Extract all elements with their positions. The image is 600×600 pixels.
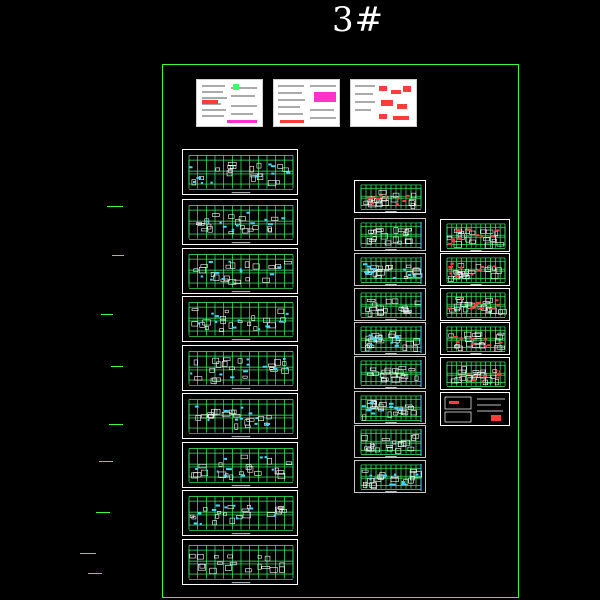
left-marker [88,573,102,574]
left-marker [111,366,123,367]
left-marker [112,255,124,256]
floor-plan-sheet-drawing [188,205,294,244]
structure-plan-sheet-drawing [360,395,422,423]
floor-plan-sheet-drawing [188,545,294,584]
structure-plan-sheet[interactable] [354,322,426,355]
floor-plan-sheet[interactable] [182,149,298,195]
structure-plan-sheet[interactable] [354,253,426,286]
floor-plan-sheet-drawing [188,302,294,341]
left-marker [107,206,123,207]
left-marker [96,512,110,513]
site-plan-sheet-drawing [360,184,422,212]
notes-sheet[interactable] [196,79,263,127]
rebar-plan-sheet[interactable] [440,219,510,252]
rebar-plan-sheet[interactable] [440,288,510,321]
detail-sheet[interactable] [440,392,510,426]
detail-sheet-drawing [444,396,505,423]
floor-plan-sheet[interactable] [182,490,298,536]
structure-plan-sheet-drawing [360,222,422,250]
structure-plan-sheet[interactable] [354,288,426,321]
floor-plan-sheet-drawing [188,254,294,293]
rebar-plan-sheet-drawing [446,292,507,320]
rebar-plan-sheet-drawing [446,223,506,251]
rebar-plan-sheet[interactable] [440,253,510,286]
left-marker [109,424,123,425]
floor-plan-sheet[interactable] [182,345,298,391]
floor-plan-sheet[interactable] [182,296,298,342]
structure-plan-sheet-drawing [360,257,423,285]
floor-plan-sheet-drawing [188,448,294,487]
rebar-plan-sheet[interactable] [440,322,510,355]
structure-plan-sheet[interactable] [354,391,426,424]
drawing-title: 3# [332,0,385,40]
rebar-plan-sheet[interactable] [440,357,510,390]
floor-plan-sheet[interactable] [182,199,298,245]
site-plan-sheet[interactable] [354,180,426,213]
left-marker [101,314,113,315]
rebar-plan-sheet-drawing [446,257,506,285]
floor-plan-sheet[interactable] [182,442,298,488]
left-marker [80,553,96,554]
notes-sheet-content [355,85,411,120]
notes-sheet-content [202,84,257,123]
structure-plan-sheet-drawing [360,464,423,492]
outer-frame [162,64,519,598]
notes-sheet-content [278,85,336,123]
structure-plan-sheet-drawing [360,360,422,388]
rebar-plan-sheet-drawing [446,361,506,389]
notes-sheet[interactable] [350,79,417,127]
floor-plan-sheet[interactable] [182,248,298,294]
notes-sheet[interactable] [273,79,340,127]
rebar-plan-sheet-drawing [446,326,506,354]
floor-plan-sheet-drawing [188,155,294,194]
structure-plan-sheet[interactable] [354,356,426,389]
structure-plan-sheet-drawing [360,429,422,457]
floor-plan-sheet[interactable] [182,393,298,439]
floor-plan-sheet-drawing [188,351,294,390]
left-marker [99,461,113,462]
structure-plan-sheet[interactable] [354,460,426,493]
structure-plan-sheet[interactable] [354,425,426,458]
floor-plan-sheet-drawing [188,496,294,535]
structure-plan-sheet-drawing [360,292,422,320]
structure-plan-sheet-drawing [360,326,422,354]
floor-plan-sheet[interactable] [182,539,298,585]
structure-plan-sheet[interactable] [354,218,426,251]
floor-plan-sheet-drawing [188,399,294,438]
